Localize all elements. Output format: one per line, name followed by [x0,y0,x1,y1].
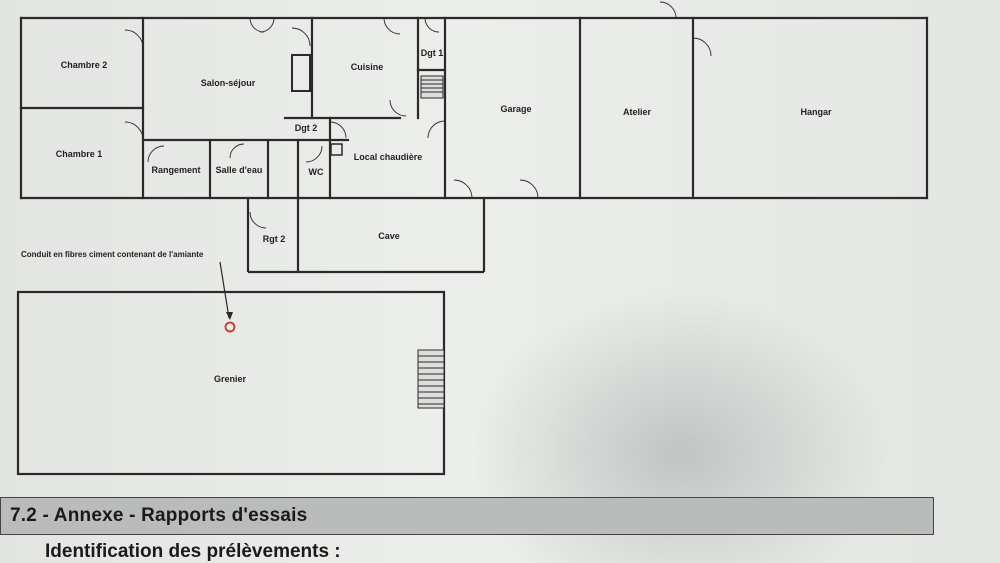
floor-plan: Chambre 2 Salon-séjour Cuisine Dgt 1 Gar… [16,1,929,476]
room-label-dgt-2: Dgt 2 [295,123,318,133]
door-arc-icon [383,17,401,35]
door-arc-icon [519,179,539,199]
grenier-stairs-icon [417,349,445,409]
door-arc-icon [124,29,144,49]
room-label-garage: Garage [500,104,531,114]
door-arc-icon [229,143,245,159]
room-label-hangar: Hangar [800,107,832,117]
room-label-salon-sejour: Salon-séjour [201,78,256,88]
door-arc-icon [424,17,440,33]
asbestos-note: Conduit en fibres ciment contenant de l'… [21,250,204,259]
door-arc-icon [147,145,165,163]
door-arc-icon [692,37,712,57]
arrow-head-icon [226,312,233,320]
walls [19,16,929,200]
room-label-cuisine: Cuisine [351,62,384,72]
room-label-rangement: Rangement [151,165,200,175]
room-label-wc: WC [309,167,324,177]
door-arc-icon [329,121,347,139]
door-arc-icon [124,121,144,141]
room-label-chambre-1: Chambre 1 [56,149,103,159]
room-label-atelier: Atelier [623,107,652,117]
room-label-rgt-2: Rgt 2 [263,234,286,244]
room-label-salle-d-eau: Salle d'eau [216,165,263,175]
door-arc-icon [291,27,311,47]
section-header-bar: 7.2 - Annexe - Rapports d'essais [0,497,934,535]
door-arc-icon [453,179,473,199]
stairs-icon [420,75,444,99]
door-swings [124,1,712,229]
fireplace-icon [291,54,311,92]
annotation-arrow [219,261,230,319]
door-arc-icon [659,1,677,19]
room-label-chambre-2: Chambre 2 [61,60,108,70]
room-label-local-chaudiere: Local chaudière [354,152,423,162]
door-arc-icon [249,17,265,33]
annex-walls [246,198,486,274]
door-arc-icon [389,99,407,117]
room-label-cave: Cave [378,231,400,241]
sub-heading: Identification des prélèvements : [45,541,341,562]
door-arc-icon [259,17,275,33]
room-label-grenier: Grenier [214,374,247,384]
door-arc-icon [427,120,446,139]
asbestos-marker-icon [224,321,236,333]
section-title: 7.2 - Annexe - Rapports d'essais [10,505,308,526]
door-arc-icon [305,145,323,163]
boiler-icon [330,143,343,156]
door-arc-icon [249,211,267,229]
room-label-dgt-1: Dgt 1 [421,48,444,58]
